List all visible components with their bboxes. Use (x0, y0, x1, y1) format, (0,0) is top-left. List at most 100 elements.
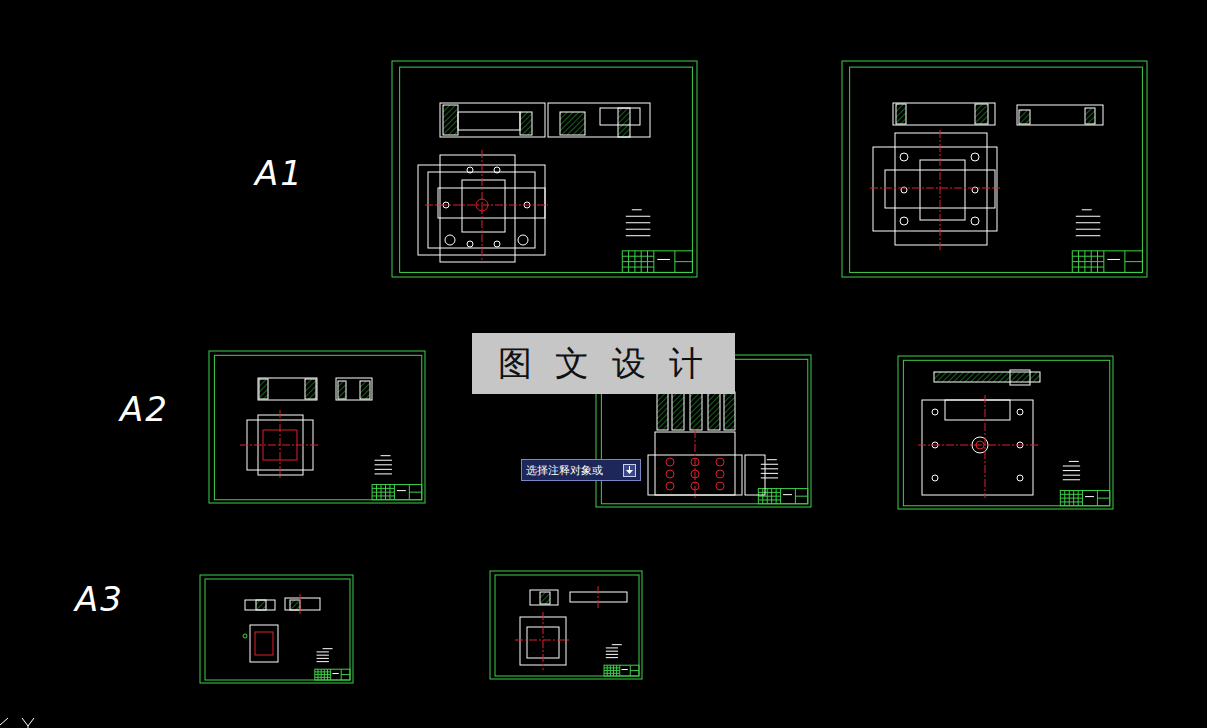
cad-line (1085, 496, 1094, 497)
cad-line (385, 485, 386, 500)
cad-line (613, 665, 614, 676)
cad-line (761, 464, 778, 465)
outline-rect (438, 188, 545, 218)
cad-line (1063, 465, 1080, 466)
cad-line (761, 473, 778, 474)
hatch-area (618, 108, 630, 137)
cad-line (1076, 235, 1101, 236)
cad-line (315, 674, 331, 675)
hatch-area (305, 379, 316, 399)
cad-line (630, 670, 639, 671)
outline-rect (258, 378, 317, 400)
cad-line (317, 669, 318, 680)
cad-line (1072, 261, 1104, 262)
outline-rect (250, 625, 278, 662)
outline-rect (920, 160, 965, 220)
cad-line (606, 647, 618, 648)
ucs-icon (0, 718, 34, 728)
cad-line (626, 216, 651, 217)
cad-line (321, 669, 322, 680)
cad-line (425, 205, 548, 206)
cad-line (1097, 498, 1109, 499)
hole-circle (716, 458, 724, 466)
cad-line (767, 489, 768, 504)
cad-line (515, 640, 570, 641)
cad-line (1060, 501, 1082, 502)
hatch-area (896, 104, 906, 124)
cad-line (1076, 222, 1101, 223)
cad-line (1063, 479, 1080, 480)
title-block (1060, 490, 1109, 505)
sheet-frame (400, 67, 693, 272)
outline-rect (1017, 105, 1103, 125)
outline-rect (440, 103, 545, 137)
cad-line (622, 256, 654, 257)
cad-line (1082, 209, 1092, 210)
outline-rect (285, 598, 320, 610)
cad-line (604, 667, 620, 668)
sheet-size-label: A1 (255, 156, 304, 190)
hatch-area (540, 592, 550, 604)
cad-line (1060, 498, 1082, 499)
hatch-area (1085, 108, 1095, 124)
cad-line (870, 188, 1000, 189)
sheet-frame (850, 67, 1143, 272)
cad-line (1107, 259, 1120, 260)
sheet-border (392, 61, 697, 277)
cad-line (1063, 475, 1080, 476)
cad-line (317, 661, 329, 662)
outline-rect (255, 632, 273, 655)
cad-line (1072, 256, 1104, 257)
title-block (622, 251, 692, 273)
hatch-area (657, 392, 668, 430)
outline-rect (1010, 370, 1030, 385)
cad-line (795, 496, 807, 497)
cad-line (1091, 251, 1092, 273)
cad-line (543, 612, 544, 670)
cad-line (1069, 490, 1070, 505)
hatch-area (338, 381, 346, 399)
cad-line (300, 594, 301, 614)
hole-circle (971, 217, 979, 225)
cad-line (758, 492, 780, 493)
cad-line (606, 651, 618, 652)
cad-line (1063, 470, 1080, 471)
cad-line (372, 488, 394, 489)
outline-rect (548, 103, 650, 137)
hole-circle (494, 241, 500, 247)
hatch-area (975, 104, 988, 124)
title-block (758, 489, 807, 504)
cad-line (1076, 216, 1101, 217)
hatch-area (360, 381, 370, 399)
cad-line (376, 485, 377, 500)
cad-line (317, 651, 329, 652)
hole-circle (494, 167, 500, 173)
sheet-border (842, 61, 1147, 277)
cad-line (632, 209, 642, 210)
cad-line (1072, 267, 1104, 268)
cad-line (1125, 261, 1143, 262)
cad-line (315, 671, 331, 672)
sheet-frame (214, 355, 421, 499)
cad-line (315, 677, 331, 678)
hole-circle (900, 153, 908, 161)
cad-line (761, 468, 778, 469)
cad-line (381, 485, 382, 500)
cad-line (1082, 490, 1083, 505)
outline-rect (336, 378, 372, 400)
cad-line (397, 490, 406, 491)
tooltip-text: 选择注释对象或 (526, 463, 603, 478)
hole-circle (900, 217, 908, 225)
cad-line (606, 657, 618, 658)
hole-circle (716, 470, 724, 478)
cad-line (758, 499, 780, 500)
cad-line (626, 229, 651, 230)
watermark-box: 图 文 设 计 (472, 333, 735, 394)
cad-line (1084, 251, 1085, 273)
cad-line (606, 654, 618, 655)
drawing-sheets (200, 61, 1147, 683)
cad-line (758, 496, 780, 497)
cad-line (634, 251, 635, 273)
outline-rect (895, 133, 987, 245)
cad-line (612, 644, 622, 645)
